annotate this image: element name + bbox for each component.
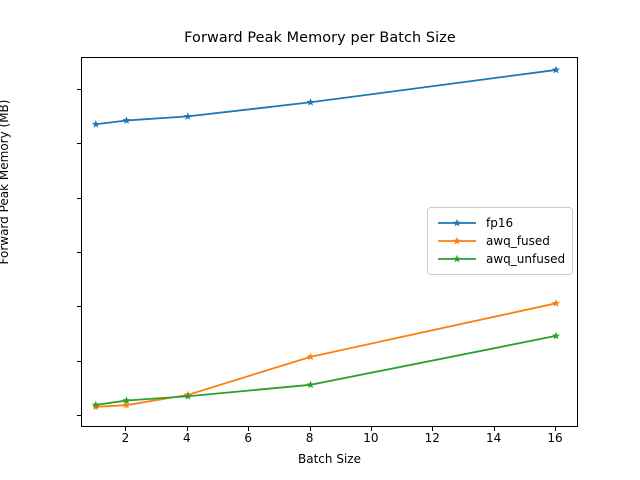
x-axis-tick-mark — [554, 427, 556, 431]
x-axis-tick-label: 14 — [485, 431, 502, 445]
series-marker — [91, 400, 100, 409]
legend-item[interactable]: awq_fused — [436, 232, 564, 250]
series-marker — [122, 116, 131, 124]
series-marker — [183, 392, 192, 400]
y-axis-tick-mark — [77, 143, 81, 145]
x-axis-tick-label: 4 — [183, 431, 191, 445]
series-marker — [552, 331, 560, 340]
x-axis-tick-mark — [370, 427, 372, 431]
x-axis-tick-mark — [125, 427, 127, 431]
series-marker — [552, 65, 560, 74]
x-axis-tick-label: 6 — [244, 431, 252, 445]
legend-swatch-icon — [436, 214, 478, 232]
legend-item[interactable]: fp16 — [436, 214, 564, 232]
legend-item-label: awq_unfused — [486, 252, 566, 266]
legend-swatch-icon — [436, 232, 478, 250]
y-axis-tick-mark — [77, 306, 81, 308]
series-marker — [306, 380, 315, 389]
series-marker — [552, 299, 560, 307]
x-axis-tick-mark — [493, 427, 495, 431]
legend-item[interactable]: awq_unfused — [436, 250, 566, 268]
legend-item-label: awq_fused — [486, 234, 550, 248]
series-marker — [122, 400, 131, 409]
x-axis-tick-label: 16 — [547, 431, 563, 445]
plot-lines — [91, 65, 560, 411]
y-axis-tick-mark — [77, 360, 81, 362]
x-axis-tick-label: 12 — [424, 431, 440, 445]
legend-box: fp16 awq_fused awq_unfused — [427, 207, 573, 275]
series-line — [95, 302, 557, 408]
x-axis-tick-label: 8 — [305, 431, 314, 445]
y-axis-tick-mark — [77, 89, 81, 91]
y-axis-tick-mark — [77, 415, 81, 417]
x-axis-tick-mark — [248, 427, 250, 431]
x-axis-label: Batch Size — [298, 452, 361, 466]
x-axis-tick-label: 10 — [363, 431, 379, 445]
y-axis-label: Forward Peak Memory (MB) — [0, 99, 11, 265]
series-marker — [306, 98, 315, 106]
series-line — [95, 69, 557, 126]
x-axis-tick-label: 2 — [121, 431, 130, 445]
series-marker — [91, 120, 100, 128]
legend-item-label: fp16 — [486, 216, 514, 230]
series-marker — [306, 352, 315, 361]
y-axis-tick-mark — [77, 252, 81, 254]
legend-swatch-icon — [436, 250, 478, 268]
y-axis-tick-mark — [77, 197, 81, 199]
x-axis-tick-mark — [432, 427, 434, 431]
series-line — [95, 335, 557, 406]
x-axis-tick-mark — [186, 427, 188, 431]
chart-title: Forward Peak Memory per Batch Size — [184, 30, 456, 46]
series-marker — [122, 396, 131, 404]
series-marker — [183, 112, 192, 120]
x-axis-tick-mark — [309, 427, 311, 431]
